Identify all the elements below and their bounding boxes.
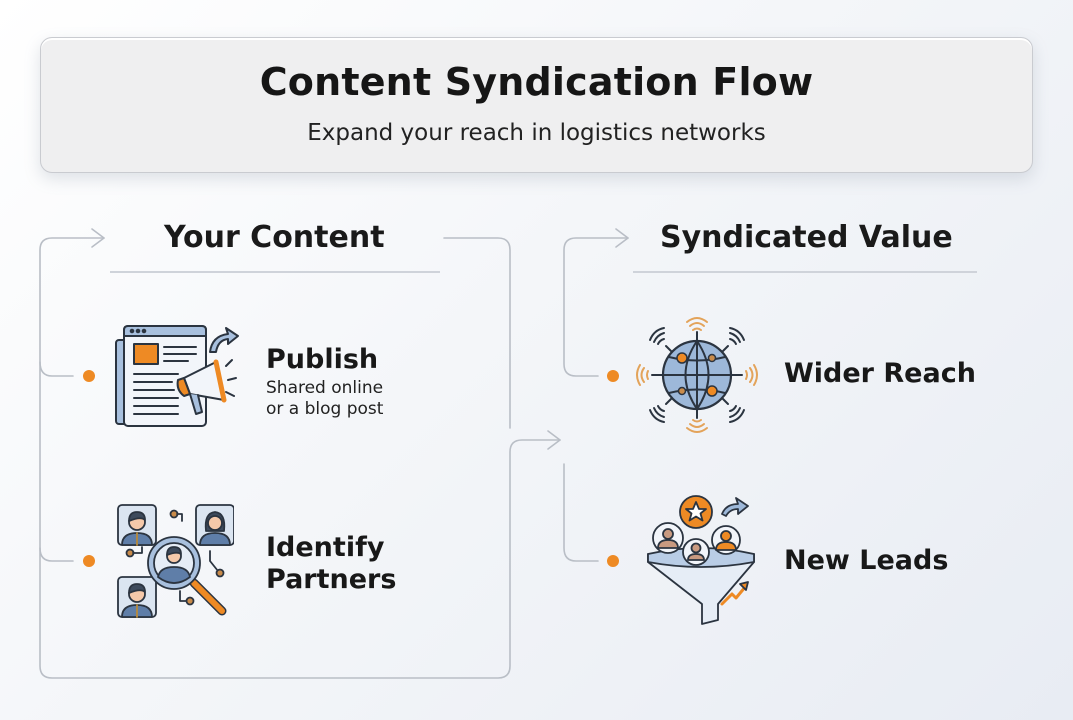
publish-description-line-1: Shared online xyxy=(266,378,384,398)
wider-reach-bullet-dot xyxy=(607,370,619,382)
section-title-your-content: Your Content xyxy=(164,220,385,255)
identify-branch xyxy=(39,547,74,562)
right-lower-connector xyxy=(563,463,599,562)
lead-funnel-icon xyxy=(647,495,755,625)
new-leads-title: New Leads xyxy=(784,545,949,576)
webpage-megaphone-icon xyxy=(115,325,239,427)
center-arrowhead xyxy=(547,430,561,450)
header-card: Content Syndication Flow Expand your rea… xyxy=(40,37,1033,173)
publish-bullet-dot xyxy=(83,370,95,382)
left-top-arrowhead xyxy=(91,228,105,248)
page-title: Content Syndication Flow xyxy=(259,60,814,104)
identify-partners-title-line-1: Identify xyxy=(266,532,385,563)
globe-broadcast-icon xyxy=(636,317,758,433)
section-title-syndicated-value: Syndicated Value xyxy=(660,220,953,255)
left-section-divider xyxy=(110,271,440,273)
publish-description-line-2: or a blog post xyxy=(266,399,384,419)
right-section-divider xyxy=(633,271,977,273)
right-top-arrow-connector xyxy=(563,237,629,377)
left-top-arrow-connector xyxy=(39,237,561,679)
partner-search-icon xyxy=(117,504,234,618)
left-header-right-connector xyxy=(443,237,511,429)
identify-bullet-dot xyxy=(83,555,95,567)
publish-branch xyxy=(39,361,74,377)
right-top-arrowhead xyxy=(615,228,629,248)
wider-reach-title: Wider Reach xyxy=(784,358,976,389)
page-subtitle: Expand your reach in logistics networks xyxy=(307,120,766,146)
publish-title: Publish xyxy=(266,344,379,375)
new-leads-bullet-dot xyxy=(607,555,619,567)
identify-partners-title-line-2: Partners xyxy=(266,564,397,595)
